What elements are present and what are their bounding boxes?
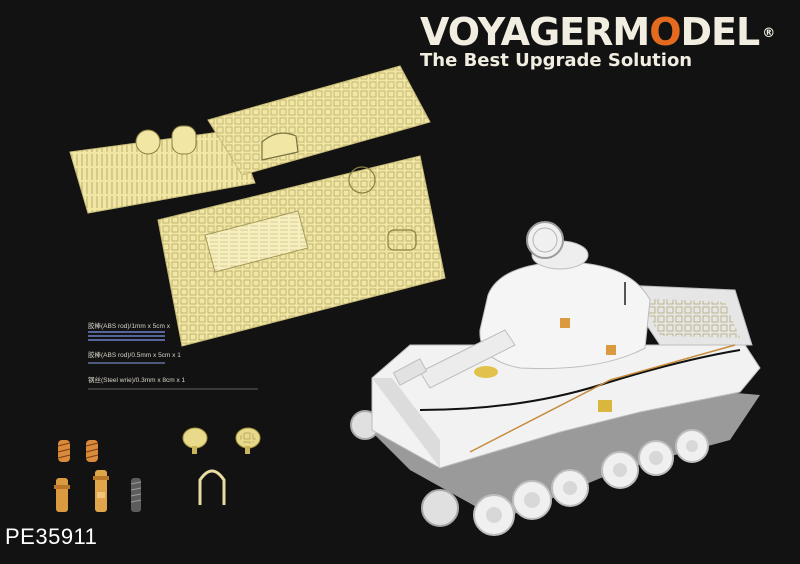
turned-brass-part-left <box>54 478 70 512</box>
tank-tracks <box>350 390 760 536</box>
registered-mark: ® <box>762 26 775 41</box>
product-code: PE35911 <box>5 524 98 549</box>
photo-etch-fret-large <box>157 155 446 347</box>
abs-rod-1mm-label: 胶棒(ABS rod)/1mm x 5cm x <box>88 323 170 330</box>
brand-name-suffix: DEL <box>680 10 761 54</box>
abs-rod-05mm-label: 胶棒(ABS rod)/0.5mm x 5cm x 1 <box>88 352 181 359</box>
photo-etch-fret-medium <box>207 65 431 176</box>
searchlight <box>526 221 564 259</box>
brand-logo: VOYAGERMODEL® The Best Upgrade Solution <box>420 10 775 72</box>
brass-spring-left <box>57 440 71 462</box>
brass-u-handle <box>198 469 226 505</box>
steel-wire-label: 钢丝(Steel wrie)/0.3mm x 8cm x 1 <box>88 377 186 384</box>
brass-spring-right <box>85 440 99 462</box>
brand-name-prefix: VOYAGERM <box>420 10 650 54</box>
turned-brass-part-middle <box>93 470 109 512</box>
rod-set <box>88 331 258 390</box>
tank-model <box>350 221 761 536</box>
brand-name: VOYAGERMODEL® <box>420 10 775 54</box>
brand-o-letter: O <box>649 10 681 54</box>
engine-deck-grille <box>640 298 740 338</box>
tank-turret <box>479 261 651 370</box>
brand-tagline: The Best Upgrade Solution <box>420 50 693 71</box>
photo-etch-fret-small <box>69 125 256 214</box>
metal-spring-part <box>130 478 142 512</box>
headlight-left <box>182 427 208 454</box>
headlight-right <box>235 427 261 454</box>
tank-gun <box>419 329 516 389</box>
